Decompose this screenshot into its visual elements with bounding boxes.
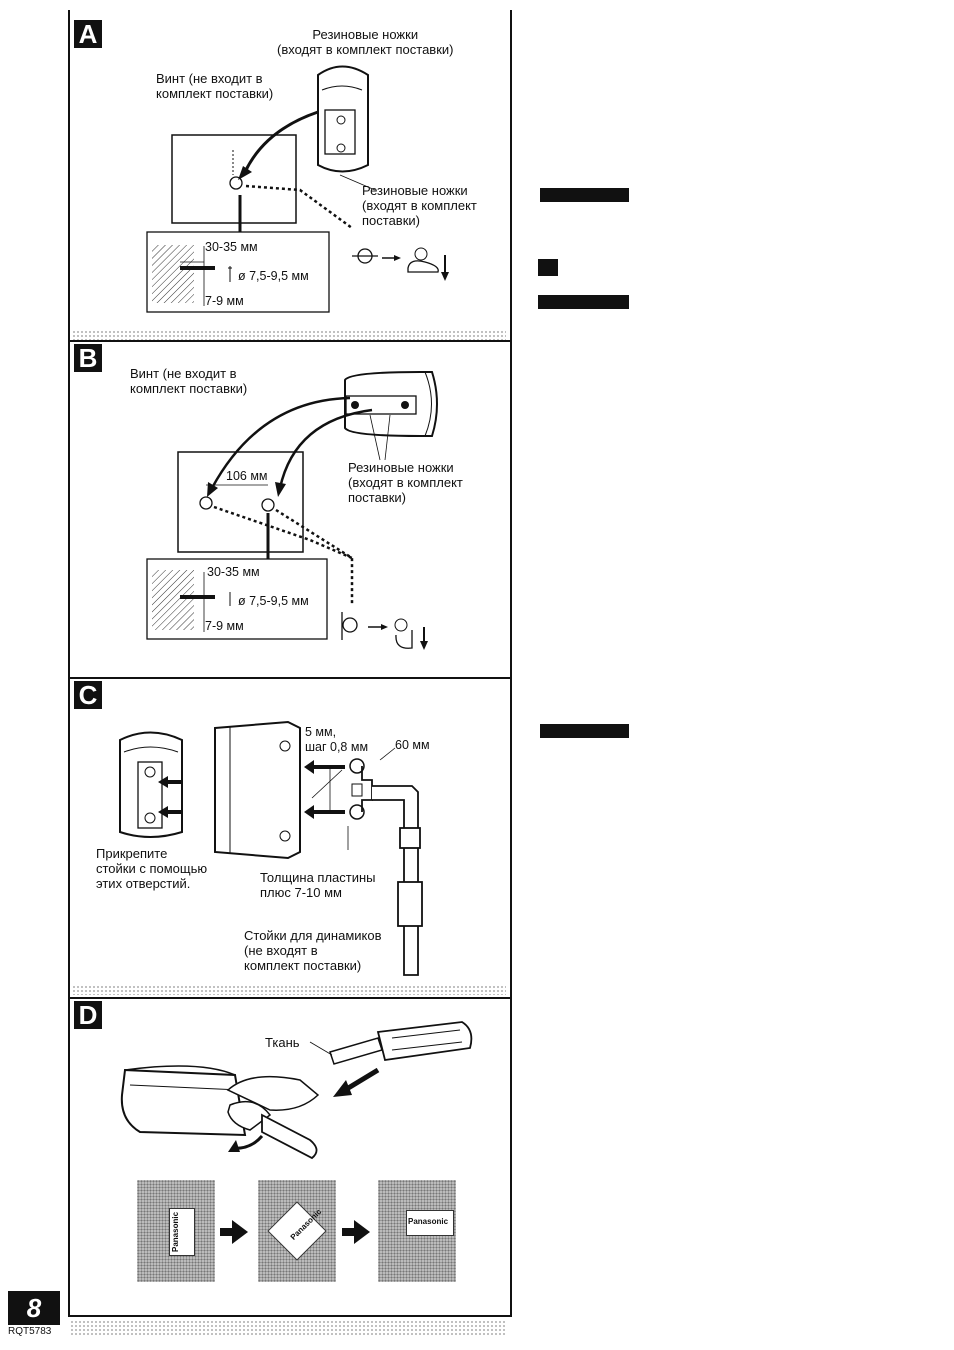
halftone-strip xyxy=(72,985,506,995)
c-label-thread: 5 мм, шаг 0,8 мм xyxy=(305,725,369,754)
heading-bar-1 xyxy=(540,188,629,202)
heading-bar-2 xyxy=(538,295,629,309)
section-d-letter: D xyxy=(74,1001,102,1029)
document-code: RQT5783 xyxy=(8,1326,52,1337)
b-dim-depth: 30-35 мм xyxy=(207,565,260,579)
a-label-feet-top: Резиновые ножки (входят в комплект поста… xyxy=(277,27,454,57)
c-dim-60: 60 мм xyxy=(395,738,430,752)
page-number: 8 xyxy=(8,1291,60,1325)
a-dim-depth: 30-35 мм xyxy=(205,240,258,254)
logo-step-1: Panasonic xyxy=(137,1180,215,1282)
divider-ab xyxy=(68,340,510,342)
section-a-letter: A xyxy=(74,20,102,48)
halftone-strip xyxy=(72,330,506,340)
b-dim-diameter: ø 7,5-9,5 мм xyxy=(238,594,309,608)
b-dim-spacing: 106 мм xyxy=(226,469,268,483)
section-c-letter: C xyxy=(74,681,102,709)
logo-text-1: Panasonic xyxy=(171,1211,180,1252)
logo-step-3: Panasonic xyxy=(378,1180,456,1282)
heading-bar-3 xyxy=(540,724,629,738)
b-dim-gap: 7-9 мм xyxy=(205,619,244,633)
c-label-plate: Толщина пластины плюс 7-10 мм xyxy=(260,870,376,900)
heading-bar-square xyxy=(538,259,558,276)
logo-step-2: Panasonic xyxy=(258,1180,336,1282)
b-label-screw: Винт (не входит в комплект поставки) xyxy=(130,366,248,396)
divider-cd xyxy=(68,997,510,999)
a-label-screw: Винт (не входит в комплект поставки) xyxy=(156,71,274,101)
b-label-feet: Резиновые ножки (входят в комплект поста… xyxy=(348,460,463,505)
a-label-feet-bottom: Резиновые ножки (входят в комплект поста… xyxy=(362,183,477,228)
halftone-strip xyxy=(70,1320,506,1336)
c-label-stands: Стойки для динамиков (не входят в компле… xyxy=(244,928,382,973)
c-label-attach: Прикрепите стойки с помощью этих отверст… xyxy=(96,846,208,891)
a-dim-diameter: ø 7,5-9,5 мм xyxy=(238,269,309,283)
arrow-right-icon xyxy=(220,1220,248,1244)
logo-text-3: Panasonic xyxy=(408,1217,449,1226)
d-label-cloth: Ткань xyxy=(265,1035,300,1050)
page-frame xyxy=(68,10,512,1317)
section-b-letter: B xyxy=(74,344,102,372)
arrow-right-icon xyxy=(342,1220,370,1244)
divider-bc xyxy=(68,677,510,679)
a-dim-gap: 7-9 мм xyxy=(205,294,244,308)
